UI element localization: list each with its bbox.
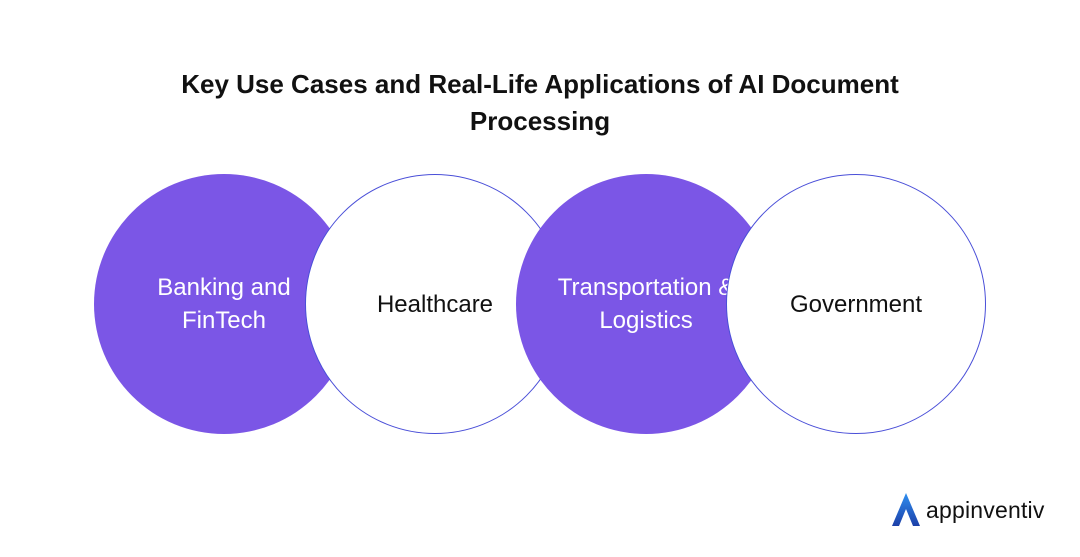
circle-government: Government <box>726 174 986 434</box>
circle-label: Transportation & Logistics <box>557 274 735 334</box>
diagram-title: Key Use Cases and Real-Life Applications… <box>181 69 899 136</box>
appinventiv-logo-icon <box>892 493 920 526</box>
circle-label: Banking and FinTech <box>157 274 291 334</box>
appinventiv-logo: appinventiv <box>890 492 1045 528</box>
logo-wordmark: appinventiv <box>926 496 1045 523</box>
circle-label: Healthcare <box>376 290 494 318</box>
circle-label: Government <box>789 290 923 318</box>
